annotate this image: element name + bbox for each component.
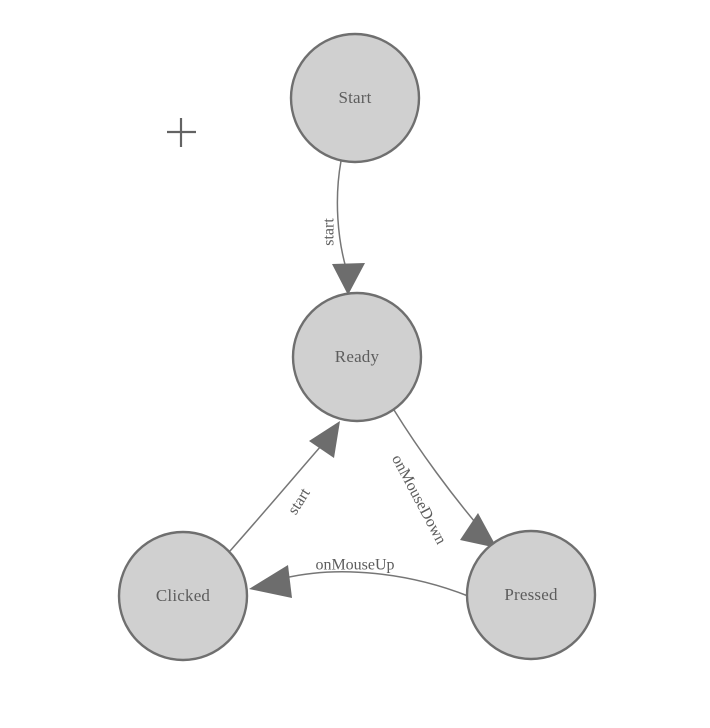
node-clicked-circle[interactable] xyxy=(117,530,249,662)
edge-clicked-to-ready[interactable]: start xyxy=(229,421,340,552)
edge-label-pressed-to-clicked: onMouseUp xyxy=(315,557,394,574)
arrowhead-clicked-to-ready xyxy=(309,421,340,458)
arrowhead-start-to-ready xyxy=(332,263,365,295)
edge-label-ready-to-pressed: onMouseDown xyxy=(388,452,449,547)
arrowhead-ready-to-pressed xyxy=(460,513,497,548)
node-ready[interactable]: Ready xyxy=(291,291,423,423)
edge-path-ready-to-pressed xyxy=(393,409,481,529)
node-start-circle[interactable] xyxy=(289,32,421,164)
node-ready-circle[interactable] xyxy=(291,291,423,423)
edge-ready-to-pressed[interactable]: onMouseDown xyxy=(388,409,497,548)
node-ready-label: Ready xyxy=(335,347,380,366)
node-pressed-label: Pressed xyxy=(504,585,558,604)
node-clicked[interactable]: Clicked xyxy=(117,530,249,662)
node-pressed-circle[interactable] xyxy=(465,529,597,661)
edge-label-start-to-ready: start xyxy=(321,218,338,246)
edge-path-pressed-to-clicked xyxy=(284,571,469,597)
edge-start-to-ready[interactable]: start xyxy=(321,160,365,295)
edge-path-clicked-to-ready xyxy=(229,445,322,552)
node-pressed[interactable]: Pressed xyxy=(465,529,597,661)
edge-pressed-to-clicked[interactable]: onMouseUp xyxy=(249,557,469,598)
edge-path-start-to-ready xyxy=(336,160,347,269)
node-start-label: Start xyxy=(338,88,371,107)
node-start[interactable]: Start xyxy=(289,32,421,164)
arrowhead-pressed-to-clicked xyxy=(249,565,292,598)
plus-marker-icon[interactable] xyxy=(167,118,196,147)
node-clicked-label: Clicked xyxy=(156,586,211,605)
edge-label-clicked-to-ready: start xyxy=(285,485,314,518)
